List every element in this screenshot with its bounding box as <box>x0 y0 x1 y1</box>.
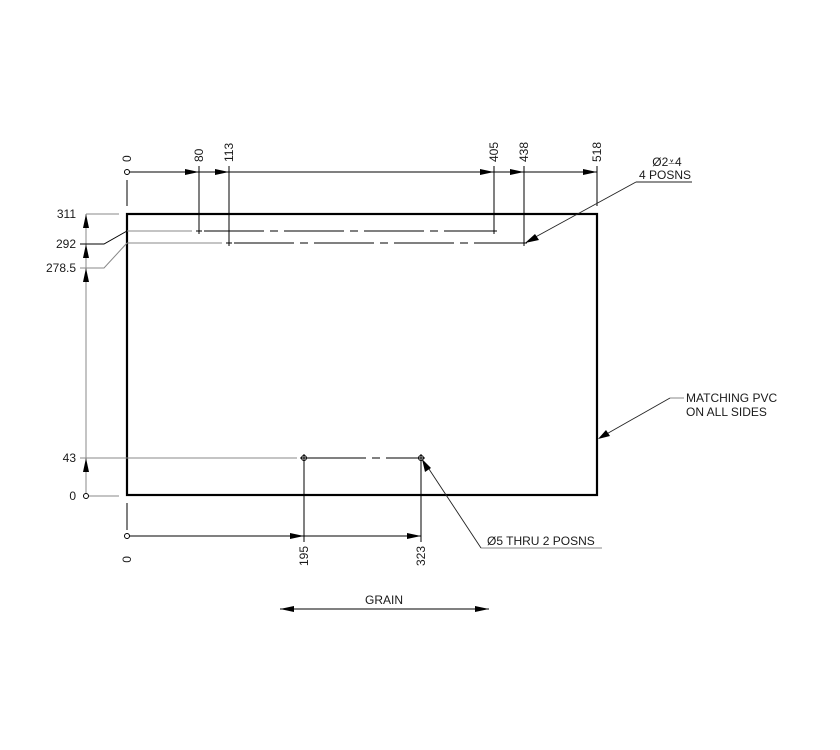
grain-label: GRAIN <box>365 593 403 607</box>
bottom-dim-label: 0 <box>120 556 134 563</box>
bottom-origin-marker <box>124 533 130 539</box>
jog-line-278 <box>80 242 128 269</box>
blind-hole-marker <box>196 228 202 234</box>
grain-arrow-left <box>280 606 294 612</box>
leader-line <box>529 181 637 241</box>
left-dim-label: 292 <box>56 237 76 251</box>
grain-direction-indicator: GRAIN <box>280 593 489 612</box>
arrow-43 <box>83 458 89 472</box>
blind-holes-callout: Ø2⩡4 4 POSNS <box>525 155 692 243</box>
leader-arrowhead <box>422 459 431 472</box>
leader-arrowhead <box>525 234 539 243</box>
edge-banding-callout: MATCHING PVC ON ALL SIDES <box>598 391 777 439</box>
arrow-405 <box>480 169 494 175</box>
edge-note-line1: MATCHING PVC <box>686 391 777 405</box>
thru-holes-callout: Ø5 THRU 2 POSNS <box>422 459 602 549</box>
arrow-311 <box>83 214 89 228</box>
arrow-518 <box>583 169 597 175</box>
arrow-323 <box>407 533 421 539</box>
bottom-dimension-group: 0 195 323 <box>120 462 428 566</box>
arrow-438 <box>510 169 524 175</box>
thru-hole-marker <box>300 454 308 462</box>
left-dim-label: 278.5 <box>46 261 76 275</box>
top-dim-label: 113 <box>222 143 236 162</box>
left-dim-label: 311 <box>57 207 76 221</box>
left-dim-label: 0 <box>69 489 76 503</box>
arrow-292 <box>83 244 89 258</box>
top-dim-label: 405 <box>487 142 501 162</box>
arrow-278 <box>83 268 89 282</box>
blind-holes-note-line1: Ø2⩡4 <box>652 155 682 169</box>
thru-hole-marker <box>417 454 425 462</box>
grain-arrow-right <box>475 606 489 612</box>
left-dimension-group: 311 292 278.5 43 0 <box>46 207 128 503</box>
bottom-dim-label: 195 <box>297 546 311 566</box>
leader-arrowhead <box>598 430 610 439</box>
top-dim-label: 438 <box>517 142 531 162</box>
panel-outline <box>125 212 599 497</box>
leader-line <box>602 397 671 437</box>
top-dim-label: 0 <box>120 155 134 162</box>
thru-holes-note: Ø5 THRU 2 POSNS <box>487 534 595 548</box>
top-dim-label: 518 <box>590 142 604 162</box>
top-origin-marker <box>124 169 130 175</box>
top-dimension-group: 0 80 113 405 438 518 <box>120 142 604 243</box>
jog-line-292 <box>80 230 128 245</box>
left-dim-label: 43 <box>63 451 77 465</box>
arrow-113 <box>215 169 229 175</box>
arrow-80 <box>185 169 199 175</box>
blind-hole-marker <box>491 228 497 234</box>
bottom-dim-label: 323 <box>414 546 428 566</box>
blind-hole-marker <box>226 240 232 246</box>
top-dim-label: 80 <box>192 148 206 162</box>
blind-hole-marker <box>521 240 527 246</box>
left-origin-marker <box>83 493 89 499</box>
edge-note-line2: ON ALL SIDES <box>686 405 767 419</box>
arrow-195 <box>290 533 304 539</box>
leader-line <box>424 462 482 549</box>
blind-holes-note-line2: 4 POSNS <box>639 168 691 182</box>
hole-centerlines <box>90 228 527 462</box>
